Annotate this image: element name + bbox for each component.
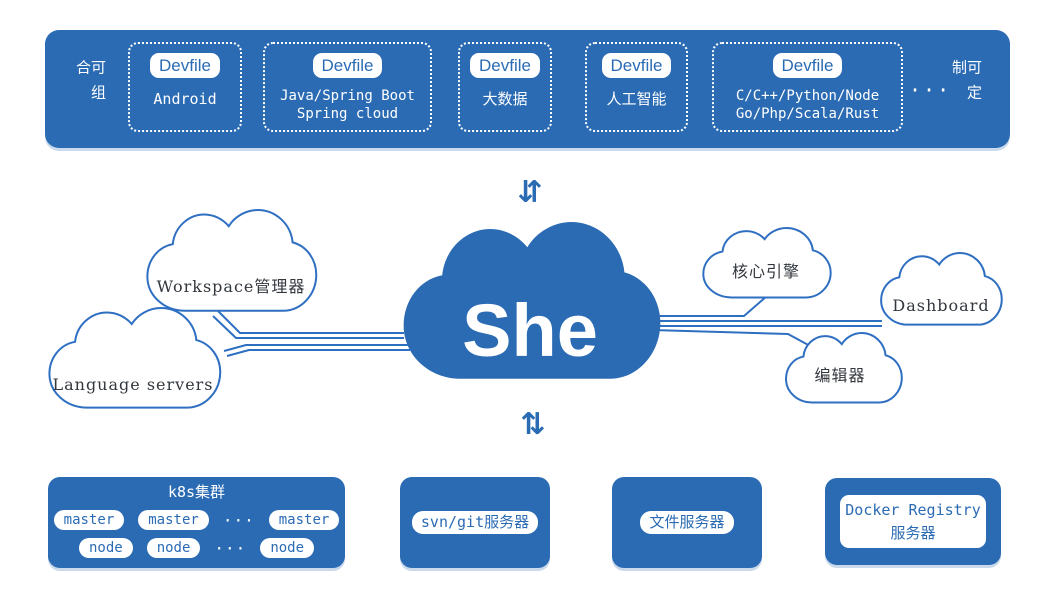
dashboard-label: Dashboard	[892, 296, 989, 315]
devfile-card-ai: Devfile 人工智能	[585, 42, 688, 132]
devfile-card-label: Java/Spring Boot Spring cloud	[280, 88, 415, 123]
more-devfiles-ellipsis: ···	[909, 78, 952, 102]
devfile-badge: Devfile	[772, 53, 843, 78]
k8s-cluster-box: k8s集群 master master ··· master node node…	[48, 477, 345, 568]
file-server-box: 文件服务器	[612, 477, 762, 568]
devfile-card-bigdata: Devfile 大数据	[458, 42, 552, 132]
svn-git-server-box: svn/git服务器	[400, 477, 550, 568]
devfile-card-android: Devfile Android	[128, 42, 242, 132]
worker-node-pill: node	[260, 538, 315, 558]
k8s-cluster-title: k8s集群	[167, 483, 226, 501]
more-masters-ellipsis: ···	[222, 510, 255, 530]
k8s-node-row: node node ··· node	[78, 538, 315, 558]
master-node-pill: master	[138, 510, 209, 530]
devfile-badge: Devfile	[150, 53, 220, 78]
file-server-label: 文件服务器	[640, 511, 734, 534]
workspace-manager-label: Workspace管理器	[157, 277, 306, 296]
worker-node-pill: node	[146, 538, 201, 558]
docker-registry-label: Docker Registry 服务器	[840, 495, 986, 548]
devfile-card-label: C/C++/Python/Node Go/Php/Scala/Rust	[735, 88, 880, 123]
devfile-card-label: 大数据	[482, 90, 528, 108]
composable-vertical-label: 可组合	[74, 59, 106, 110]
master-node-pill: master	[268, 510, 340, 530]
devfile-card-label: 人工智能	[606, 90, 667, 108]
core-engine-link-line	[648, 295, 768, 317]
devfile-badge: Devfile	[312, 53, 383, 78]
devfile-card-label: Android	[153, 90, 217, 108]
devfile-badge: Devfile	[601, 53, 672, 78]
master-node-pill: master	[53, 510, 125, 530]
customizable-vertical-label: 可定制	[950, 59, 982, 110]
docker-registry-box: Docker Registry 服务器	[825, 478, 1001, 565]
workspace-link-line	[217, 310, 404, 334]
she-center-label: She	[462, 289, 598, 372]
devfile-bar: 可组合 Devfile Android Devfile Java/Spring …	[45, 30, 1010, 148]
devfile-card-languages: Devfile C/C++/Python/Node Go/Php/Scala/R…	[712, 42, 903, 132]
language-servers-link-line	[223, 344, 410, 352]
devfile-badge: Devfile	[470, 53, 540, 78]
more-nodes-ellipsis: ···	[214, 538, 247, 558]
svn-git-server-label: svn/git服务器	[411, 511, 539, 534]
language-servers-label: Language servers	[52, 375, 213, 394]
updown-arrows-icon: ⇅	[520, 407, 546, 442]
k8s-master-row: master master ··· master	[53, 510, 340, 530]
language-servers-link-line	[226, 349, 410, 357]
cloud-architecture-diagram: Workspace管理器 Language servers 核心引擎 Dashb…	[48, 209, 1003, 409]
editor-link-line	[651, 329, 813, 348]
updown-arrows-icon: ⇵	[517, 175, 543, 210]
core-engine-label: 核心引擎	[732, 262, 800, 281]
editor-label: 编辑器	[814, 366, 865, 385]
worker-node-pill: node	[78, 538, 133, 558]
workspace-link-line	[212, 315, 404, 339]
devfile-card-java-spring: Devfile Java/Spring Boot Spring cloud	[263, 42, 432, 132]
